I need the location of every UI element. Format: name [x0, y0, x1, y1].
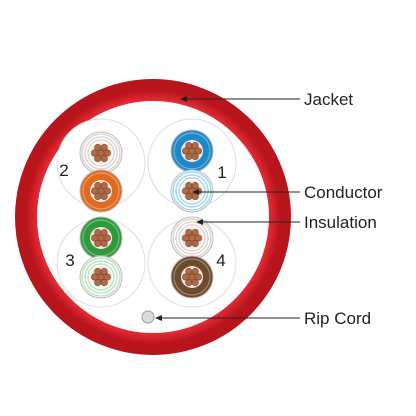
- pair-number-4: 4: [216, 251, 225, 270]
- conductor-leader-arrow: [192, 189, 199, 195]
- pair-number-3: 3: [65, 251, 74, 270]
- insulation-label: Insulation: [304, 213, 377, 232]
- wire-brown: [170, 255, 214, 299]
- rip-cord-leader-arrow: [155, 315, 162, 321]
- wire-orange: [79, 169, 123, 213]
- conductor-label: Conductor: [304, 183, 383, 202]
- rip-cord: [141, 310, 155, 324]
- insulation-leader-arrow: [196, 219, 203, 225]
- wire-white-green: [79, 255, 123, 299]
- wire-group: [79, 129, 214, 299]
- rip-cord-label: Rip Cord: [304, 309, 371, 328]
- pair-number-1: 1: [217, 163, 226, 182]
- pair-number-2: 2: [59, 161, 68, 180]
- wire-blue: [170, 129, 214, 173]
- wire-white-blue: [170, 169, 214, 213]
- jacket-label: Jacket: [304, 90, 353, 109]
- wire-white-brown-2: [170, 216, 214, 260]
- cable-jacket: [15, 79, 291, 355]
- jacket-leader-arrow: [180, 96, 187, 102]
- wire-green: [79, 216, 123, 260]
- wire-white-brown: [79, 131, 123, 175]
